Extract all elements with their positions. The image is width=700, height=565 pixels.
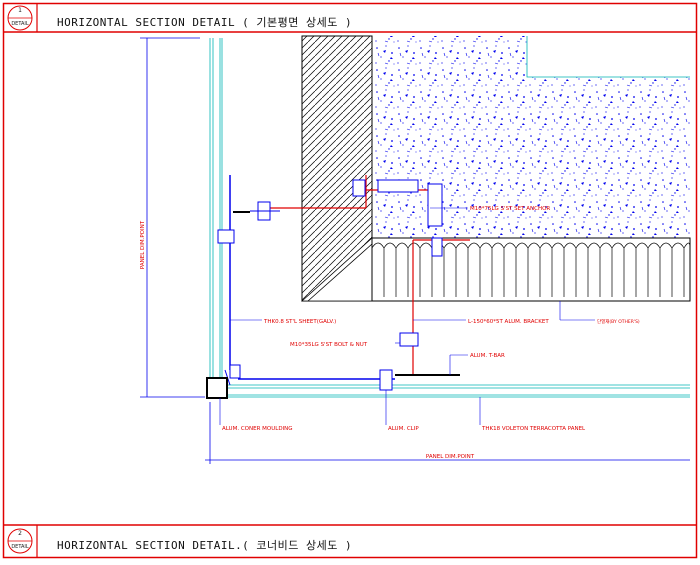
insulation-vertical: [300, 35, 373, 302]
anchor-bolts: [217, 179, 443, 391]
bottom-detail-tag: DETAIL: [11, 544, 29, 550]
sheet-label: THK0.8 ST'L SHEET(GALV.): [263, 319, 336, 325]
anchor-label: M10*75LG S'ST SET ANCHOR: [470, 206, 550, 212]
corner-moulding: [206, 377, 228, 399]
panel-dim-vertical-label: PANEL DIM.POINT: [140, 220, 146, 269]
panel-dim-horizontal-label: PANEL DIM.POINT: [426, 454, 475, 460]
clip-label: ALUM. CLIP: [388, 426, 419, 432]
bolt-label: M10*35LG S'ST BOLT & NUT: [290, 342, 368, 348]
dimension-lines: [140, 37, 690, 464]
top-detail-tag: DETAIL: [11, 21, 29, 27]
top-detail-number: 1: [18, 7, 22, 14]
corner-label: ALUM. CONER MOULDING: [222, 426, 293, 432]
labels: PANEL DIM.POINT M10*75LG S'ST SET ANCHOR…: [140, 206, 640, 460]
bottom-detail-title: HORIZONTAL SECTION DETAIL.( 코너비드 상세도 ): [57, 539, 353, 552]
panel-layers: [209, 38, 690, 398]
bottom-detail-number: 2: [18, 530, 22, 537]
tbar-label: ALUM. T-BAR: [470, 353, 505, 359]
insulation-horizontal: [371, 237, 691, 302]
bracket-label: L-150*60*5T ALUM. BRACKET: [468, 319, 549, 325]
insulation-label: 단열재(BY OTHER'S): [597, 318, 640, 325]
top-detail-title: HORIZONTAL SECTION DETAIL ( 기본평면 상세도 ): [57, 16, 353, 29]
leader-lines: [219, 207, 595, 425]
panel-label: THK18 VOLETON TERRACOTTA PANEL: [481, 426, 586, 432]
